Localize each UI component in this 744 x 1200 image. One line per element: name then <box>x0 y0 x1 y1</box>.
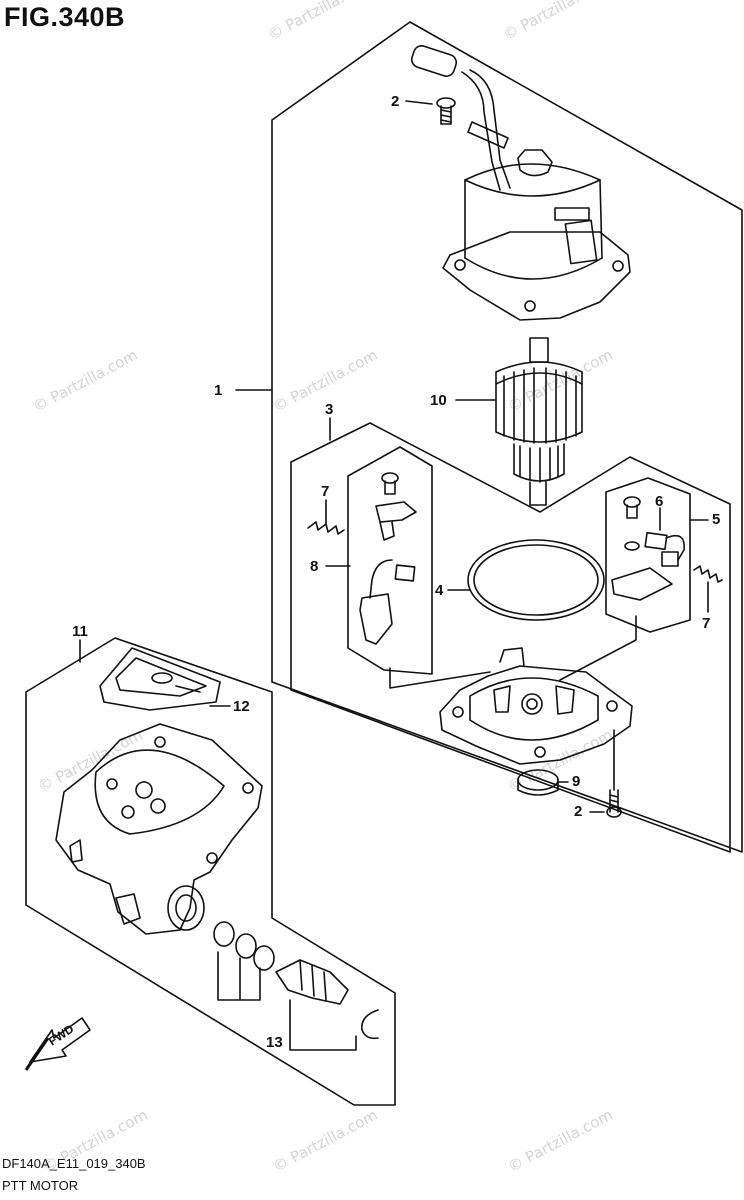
diagram-code: DF140A_E11_019_340B <box>2 1156 146 1171</box>
fwd-arrow: FWD <box>24 1017 91 1071</box>
callout-11: 11 <box>72 623 88 640</box>
spring-left <box>307 521 345 535</box>
assembly-3-boundary <box>290 422 731 853</box>
pump-housing <box>55 723 263 935</box>
spring-right <box>693 565 723 583</box>
armature <box>495 337 583 506</box>
o-ring <box>467 539 605 621</box>
callout-7-left: 7 <box>321 483 330 500</box>
valve-parts <box>213 921 379 1040</box>
diagram-name: PTT MOTOR <box>2 1178 79 1193</box>
callout-4: 4 <box>435 582 444 599</box>
callout-1: 1 <box>214 382 223 399</box>
seal-plate <box>99 647 221 711</box>
leader-2-top <box>405 100 433 105</box>
brush-holder-parts <box>359 472 417 645</box>
callout-5: 5 <box>712 511 721 528</box>
callout-7-right: 7 <box>702 615 711 632</box>
callout-3: 3 <box>325 401 334 418</box>
leader-13b <box>289 999 357 1051</box>
assembly-1-boundary <box>271 21 743 853</box>
callout-2-top: 2 <box>391 93 400 110</box>
callout-6: 6 <box>655 493 664 510</box>
brush-plate-parts <box>611 496 685 601</box>
screw-2-top <box>436 97 456 125</box>
washer-9 <box>517 769 559 796</box>
callout-12: 12 <box>233 698 250 715</box>
leader-13 <box>217 951 261 1001</box>
callout-10: 10 <box>430 392 447 409</box>
motor-yoke <box>410 45 631 321</box>
brush-plate-panel <box>605 477 691 633</box>
figure-title: FIG.340B <box>4 2 126 32</box>
callout-9: 9 <box>572 773 581 790</box>
callout-2-bottom: 2 <box>574 803 583 820</box>
callout-8: 8 <box>310 558 319 575</box>
motor-end-frame <box>439 647 633 765</box>
brush-holder-panel <box>347 446 433 675</box>
assembly-11-boundary <box>25 637 396 1106</box>
screw-2-bottom <box>606 789 622 818</box>
callout-13: 13 <box>266 1034 283 1051</box>
